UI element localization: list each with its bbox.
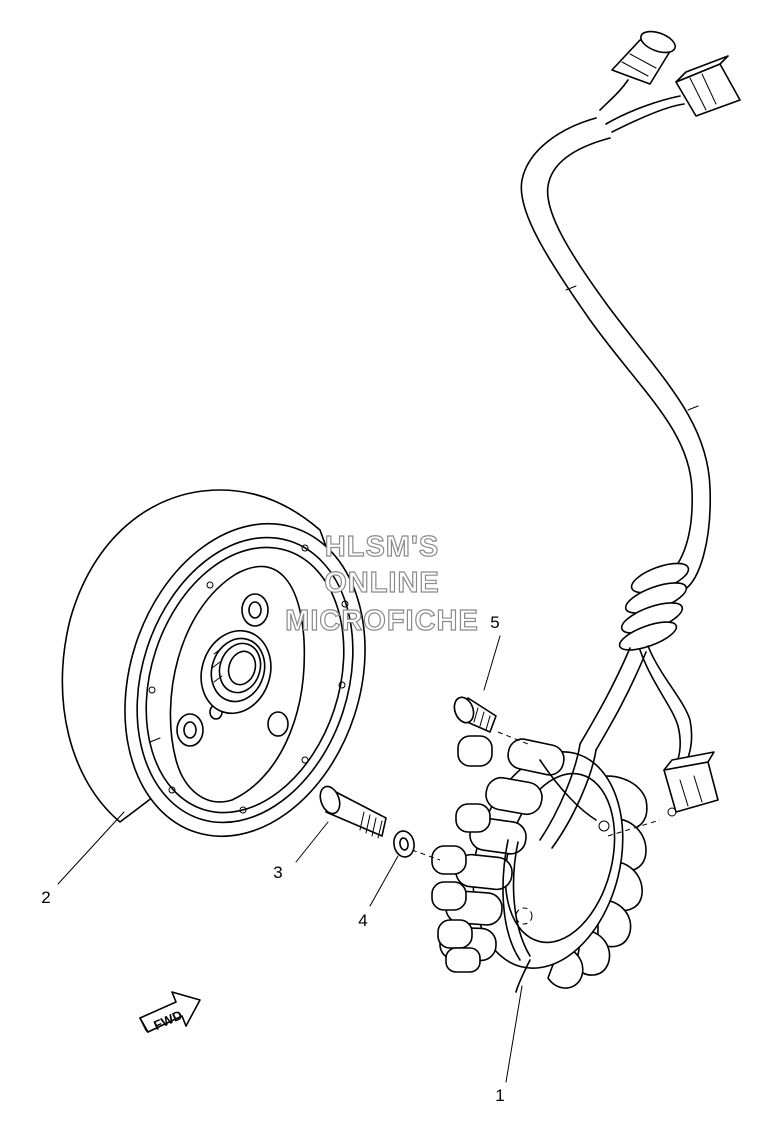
stator-poles [431,735,565,973]
washer [393,830,415,858]
callout-4: 4 [358,911,367,930]
round-connector [611,30,676,85]
stator-assembly [411,731,661,993]
watermark-line-2: ONLINE [324,567,440,599]
leader-lines [57,635,523,1083]
watermark-line-3: MICROFICHE [285,605,479,637]
screw [453,696,497,733]
callout-2: 2 [41,888,50,907]
forward-direction-arrow: FWD [139,991,201,1033]
watermark: HLSM'S ONLINE MICROFICHE [285,530,479,637]
watermark-line-1: HLSM'S [325,531,439,563]
bolt [319,785,387,839]
callout-3: 3 [273,863,282,882]
side-connector [663,751,719,817]
callout-5: 5 [490,613,499,632]
rim-holes [148,544,349,814]
wire-harness [520,30,741,817]
rotor-hub [200,629,272,715]
square-connector-top [675,55,741,117]
grommet [618,562,690,651]
rotor-flywheel [61,489,366,838]
callout-1: 1 [495,1086,504,1105]
